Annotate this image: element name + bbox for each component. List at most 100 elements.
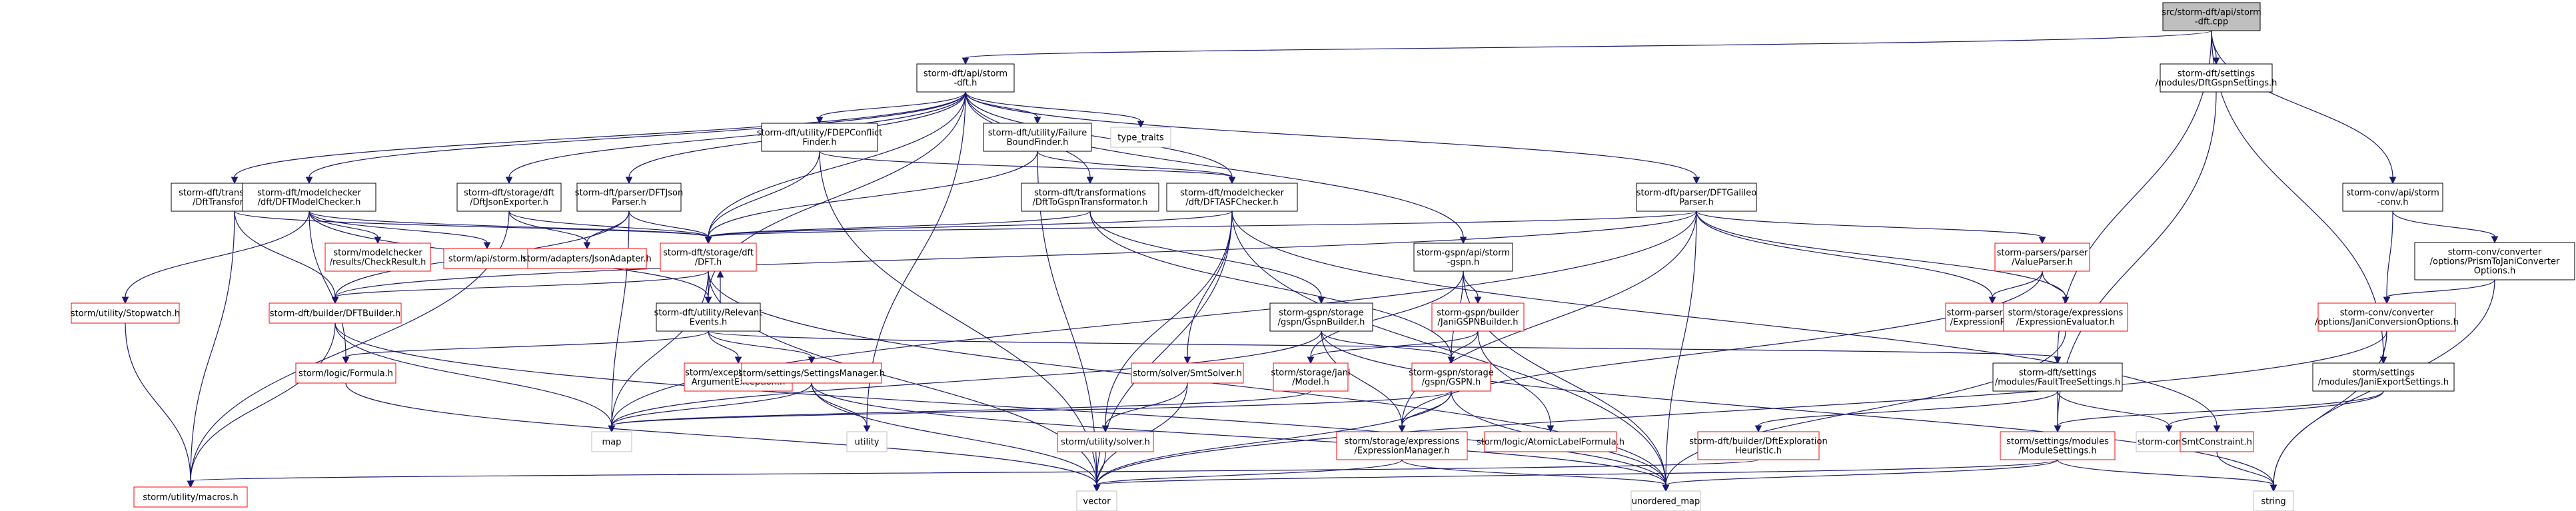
- edge-arrowhead: [2212, 57, 2220, 65]
- edge-line: [1310, 270, 1464, 358]
- node-valueparser[interactable]: storm-parsers/parser/ValueParser.h: [1994, 243, 2090, 272]
- edge-arrowhead: [2054, 356, 2062, 364]
- node-api_h[interactable]: storm-dft/api/storm-dft.h: [916, 63, 1015, 93]
- node-smtconstraint[interactable]: SmtConstraint.h: [2180, 431, 2254, 452]
- edge-line: [811, 382, 1097, 486]
- node-root[interactable]: src/storm-dft/api/storm-dft.cpp: [2162, 2, 2261, 31]
- node-type_traits: type_traits: [1110, 127, 1171, 148]
- edge-api_h-to-gspn_api: [965, 91, 1467, 245]
- node-storm_api[interactable]: storm/api/storm.h: [443, 248, 531, 269]
- edge-arrowhead: [2054, 425, 2062, 433]
- edge-arrowhead: [505, 177, 513, 185]
- node-dftexplore[interactable]: storm-dft/builder/DftExplorationHeuristi…: [1689, 431, 1828, 460]
- node-prism_conv[interactable]: storm-conv/converter/options/PrismToJani…: [2414, 242, 2575, 280]
- edge-line: [811, 382, 1666, 486]
- node-janimodel[interactable]: storm/storage/jani/Model.h: [1271, 362, 1351, 392]
- node-box: [2003, 302, 2128, 332]
- node-label-line: /ExpressionManager.h: [1354, 446, 1449, 456]
- edge-line: [708, 151, 820, 238]
- edge-line: [125, 322, 191, 482]
- node-jsonadapter[interactable]: storm/adapters/JsonAdapter.h: [522, 248, 652, 269]
- edge-line: [125, 211, 310, 298]
- node-faulttree[interactable]: storm-dft/settings/modules/FaultTreeSett…: [1992, 362, 2123, 392]
- node-modulesettings[interactable]: storm/settings/modules/ModuleSettings.h: [2000, 431, 2116, 460]
- node-label-line: Options.h: [2474, 266, 2516, 276]
- edge-line: [708, 91, 966, 238]
- edge-line: [965, 91, 1038, 118]
- edge-line: [1096, 451, 1106, 486]
- edge-arrowhead: [704, 237, 712, 245]
- node-label-line: /gspn/GSPN.h: [1422, 378, 1481, 388]
- node-formula[interactable]: storm/logic/Formula.h: [295, 362, 396, 384]
- edge-arrowhead: [1754, 425, 1762, 433]
- edge-smtconstraint-to-string: [2216, 451, 2277, 492]
- edge-arrowhead: [1228, 177, 1236, 185]
- edge-line: [1451, 330, 1479, 358]
- edge-arrowhead: [1086, 177, 1094, 185]
- node-macros[interactable]: storm/utility/macros.h: [133, 486, 248, 508]
- node-stopwatch[interactable]: storm/utility/Stopwatch.h: [71, 302, 180, 324]
- node-exprmgr[interactable]: storm/storage/expressions/ExpressionMana…: [1336, 431, 1468, 460]
- node-togspn[interactable]: storm-dft/transformations/DftToGspnTrans…: [1021, 183, 1159, 212]
- node-label-line: storm/utility/macros.h: [143, 493, 238, 503]
- node-janigspn[interactable]: storm-gspn/builder/JaniGSPNBuilder.h: [1431, 302, 1525, 332]
- node-dftgspn_settings[interactable]: storm-dft/settings/modules/DftGspnSettin…: [2156, 63, 2277, 93]
- node-dftjson_exp[interactable]: storm-dft/storage/dft/DftJsonExporter.h: [456, 183, 562, 212]
- node-label-line: storm-dft/utility/FDEPConflict: [757, 129, 883, 139]
- edge-line: [508, 91, 966, 178]
- edge-line: [965, 30, 2212, 59]
- edge-modulesettings-to-string: [2057, 459, 2277, 492]
- edge-line: [1321, 330, 1452, 358]
- node-solver[interactable]: storm/utility/solver.h: [1057, 431, 1154, 452]
- node-janiconv[interactable]: storm-conv/converter/options/JaniConvers…: [2315, 302, 2459, 332]
- node-gspn_api[interactable]: storm-gspn/api/storm-gspn.h: [1413, 243, 1513, 272]
- edge-arrowhead: [305, 177, 313, 185]
- node-settingsmgr[interactable]: storm/settings/SettingsManager.h: [738, 362, 885, 384]
- node-conv_api[interactable]: storm-conv/api/storm-conv.h: [2342, 183, 2443, 212]
- node-dft_h[interactable]: storm-dft/storage/dft/DFT.h: [660, 243, 757, 272]
- edge-line: [309, 211, 378, 238]
- node-janiexport[interactable]: storm/settings/modules/JaniExportSetting…: [2312, 362, 2455, 392]
- edge-line: [1665, 330, 2066, 486]
- edge-line: [2383, 330, 2387, 358]
- edge-arrowhead: [704, 296, 712, 304]
- edge-dftjson_exp-to-jsonadapter: [508, 211, 591, 250]
- edge-togspn-to-gspn_h: [1089, 211, 1455, 364]
- edge-api_h-to-dft_h: [704, 91, 966, 245]
- node-label-line: storm-dft/parser/DFTJson: [575, 189, 683, 199]
- edge-line: [234, 211, 709, 238]
- node-label-line: storm-gspn/builder: [1437, 308, 1519, 318]
- edge-line: [819, 151, 1233, 178]
- edge-line: [2168, 390, 2384, 426]
- node-box: [576, 183, 682, 212]
- node-label-line: /Model.h: [1292, 378, 1329, 388]
- node-atomiclabel[interactable]: storm/logic/AtomicLabelFormula.h: [1477, 431, 1624, 452]
- node-label-line: storm-gspn/storage: [1279, 308, 1364, 318]
- node-expreval[interactable]: storm/storage/expressions/ExpressionEval…: [2003, 302, 2128, 332]
- edge-galileo-to-exprparser: [1696, 211, 1996, 304]
- node-gspnbuilder[interactable]: storm-gspn/storage/gspn/GspnBuilder.h: [1269, 302, 1373, 332]
- node-gspn_h[interactable]: storm-gspn/storage/gspn/GSPN.h: [1409, 362, 1494, 392]
- node-label-line: storm/logic/AtomicLabelFormula.h: [1477, 438, 1624, 448]
- edge-arrowhead: [1988, 296, 1996, 304]
- node-label-line: /dft/DFTASFChecker.h: [1185, 198, 1278, 208]
- edge-line: [965, 91, 1464, 238]
- node-box: [1992, 362, 2123, 392]
- edge-root-to-dftgspn_settings: [2211, 30, 2220, 65]
- node-smtsolver[interactable]: storm/solver/SmtSolver.h: [1131, 362, 1244, 384]
- node-dftmc[interactable]: storm-dft/modelchecker/dft/DFTModelCheck…: [242, 183, 376, 212]
- node-dftbuilder[interactable]: storm-dft/builder/DFTBuilder.h: [269, 302, 402, 324]
- edge-arrowhead: [2379, 356, 2387, 364]
- node-checkresult[interactable]: storm/modelchecker/results/CheckResult.h: [324, 243, 431, 272]
- node-label-line: /dft/DFTModelChecker.h: [258, 198, 361, 208]
- edge-arrowhead: [1662, 484, 1670, 492]
- node-asf[interactable]: storm-dft/modelchecker/dft/DFTASFChecker…: [1166, 183, 1298, 212]
- node-box: [456, 183, 562, 212]
- edge-dftbuilder-to-macros: [187, 322, 336, 488]
- node-label-line: SmtConstraint.h: [2182, 438, 2252, 448]
